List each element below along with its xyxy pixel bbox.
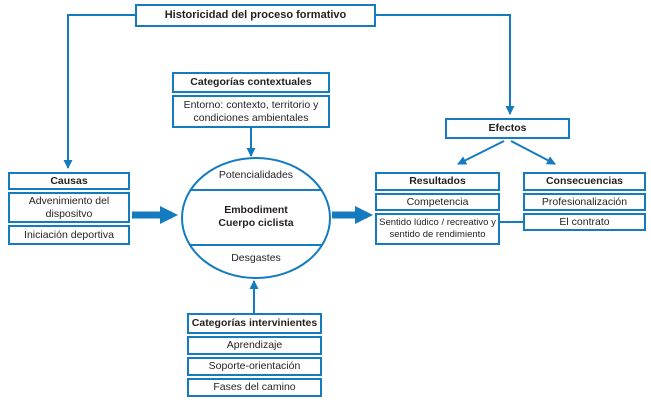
embodiment-potencialidades-label: Potencialidades [218,168,294,181]
resultados-row-competencia: Competencia [375,193,500,211]
causas-row-iniciacion: Iniciación deportiva [8,225,130,245]
embodiment-line2: Cuerpo ciclista [218,217,294,229]
categorias-contextuales-row-entorno: Entorno: contexto, territorio y condicio… [172,95,330,128]
embodiment-line1: Embodiment [224,204,288,217]
arrow-historicidad-to-efectos [376,14,515,115]
resultados-title: Resultados [375,172,500,191]
categorias-contextuales-title: Categorías contextuales [172,72,330,93]
embodiment-desgastes-label: Desgastes [231,251,281,264]
intervinientes-row-soporte: Soporte-orientación [187,357,322,376]
embodiment-center-label: Embodiment Cuerpo ciclista [186,201,326,233]
arrow-efectos-to-resultados [457,140,505,165]
causas-row-advenimiento: Advenimiento del dispositvo [8,192,130,223]
consecuencias-row-contrato: El contrato [523,213,646,231]
causas-title: Causas [8,172,130,190]
arrow-efectos-to-consecuencias [510,140,556,165]
consecuencias-title: Consecuencias [523,172,646,191]
categorias-intervinientes-title: Categorías intervinientes [187,313,322,334]
arrow-historicidad-to-causas [63,14,135,169]
resultados-row-sentido: Sentido lúdico / recreativo y sentido de… [375,213,500,245]
embodiment-ellipse [181,157,331,279]
intervinientes-row-aprendizaje: Aprendizaje [187,336,322,355]
consecuencias-row-profesionalizacion: Profesionalización [523,193,646,211]
historicidad-box: Historicidad del proceso formativo [135,4,376,27]
intervinientes-row-fases: Fases del camino [187,378,322,397]
efectos-box: Efectos [445,118,570,139]
